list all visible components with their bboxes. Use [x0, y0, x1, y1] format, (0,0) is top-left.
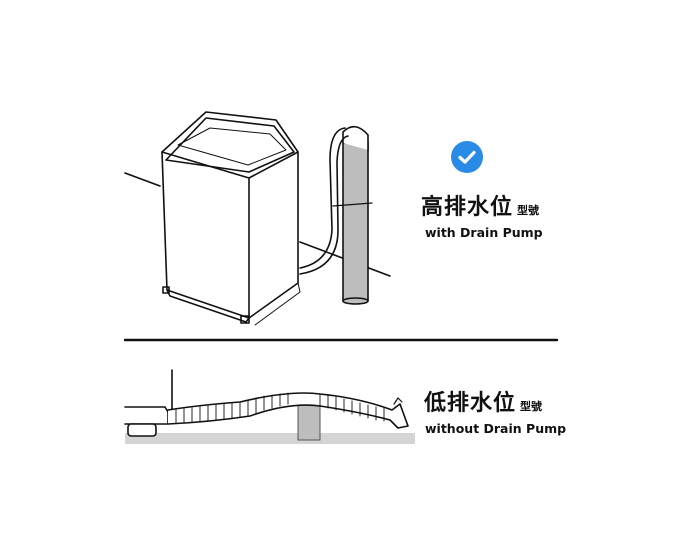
drain-hose-raised	[299, 127, 349, 275]
low-drain-subtitle: without Drain Pump	[425, 421, 567, 436]
hose-support-block	[297, 401, 321, 441]
low-drain-title: 低排水位型號	[424, 385, 542, 417]
high-drain-title-text: 高排水位	[421, 195, 514, 220]
low-drain-model-label: 型號	[520, 400, 543, 413]
high-drain-subtitle: with Drain Pump	[425, 225, 543, 240]
washing-machine-top-loader	[161, 111, 301, 326]
selected-check-icon	[451, 141, 483, 173]
standpipe	[332, 125, 373, 305]
washing-machine-side	[124, 369, 173, 437]
high-drain-title: 高排水位型號	[421, 189, 539, 221]
high-drain-model-label: 型號	[517, 204, 540, 217]
floor	[125, 433, 415, 444]
drain-hose-low	[167, 392, 409, 429]
low-drain-title-text: 低排水位	[424, 391, 517, 416]
